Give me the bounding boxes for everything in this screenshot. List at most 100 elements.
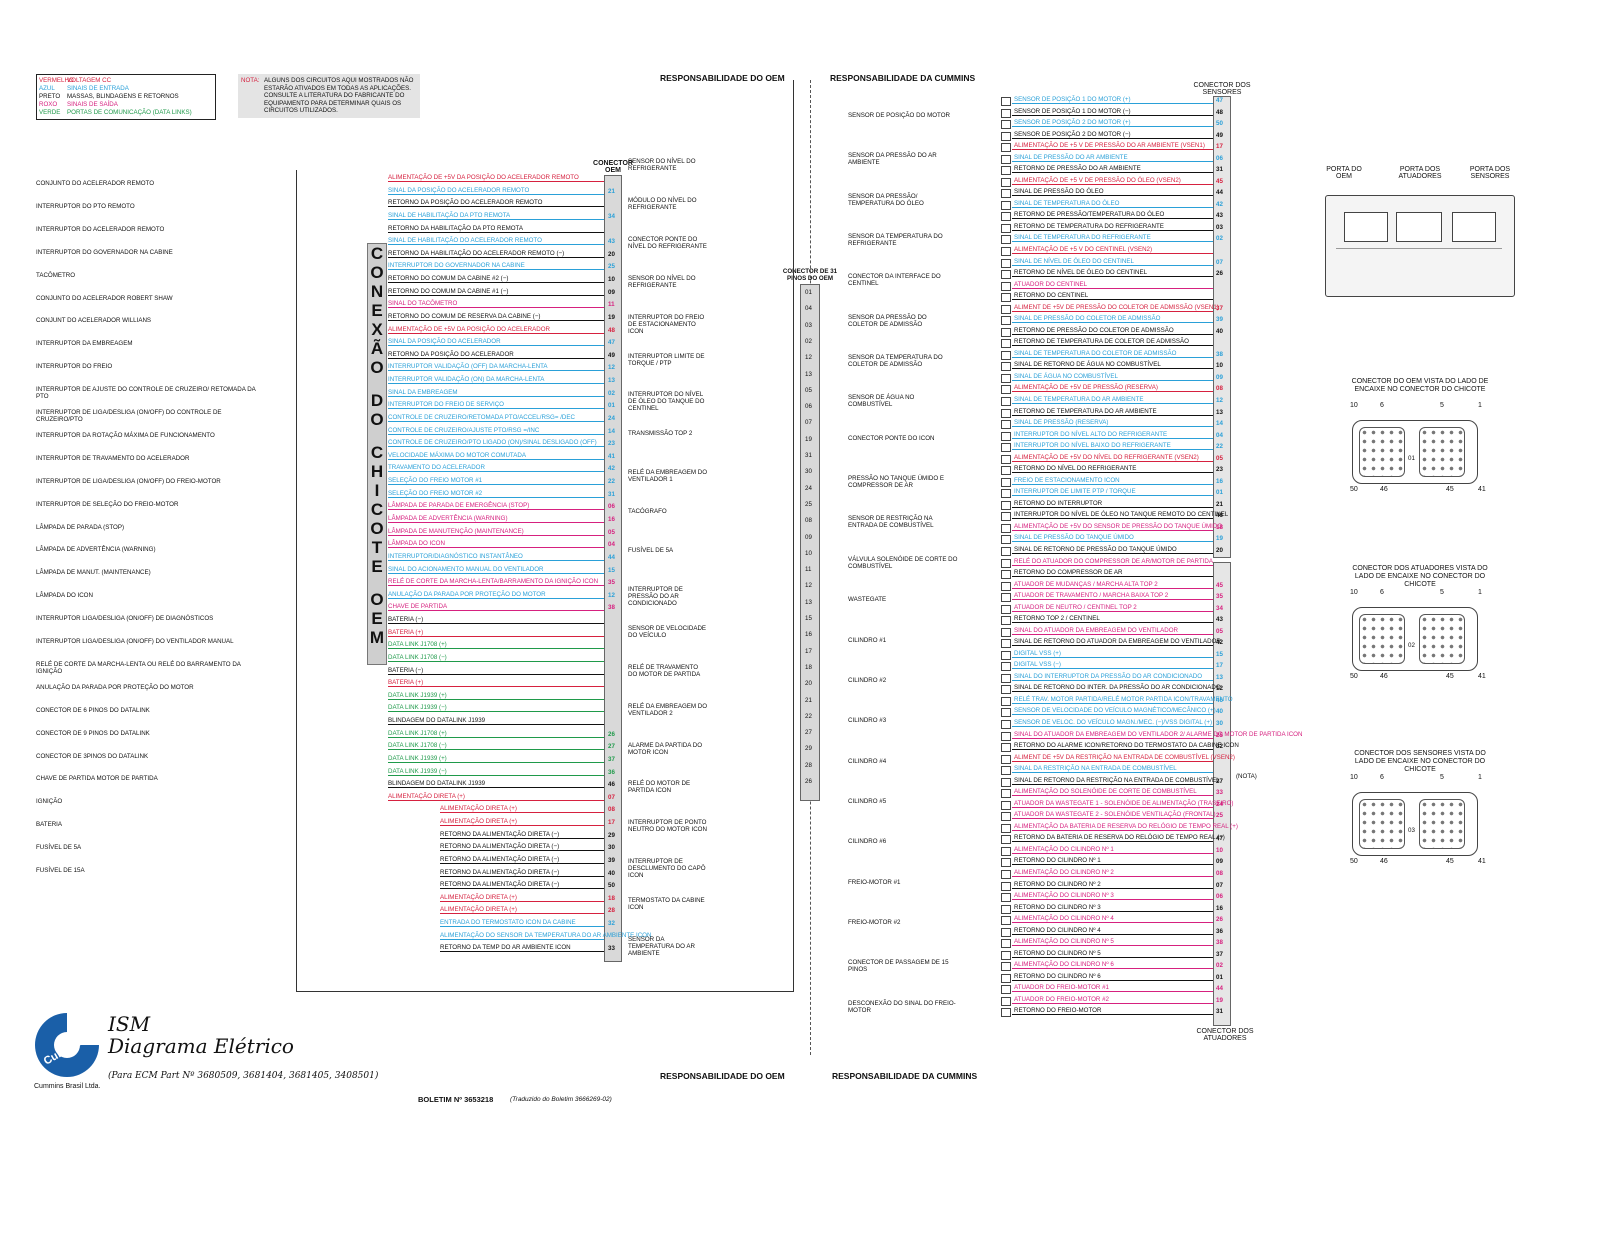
oem-component-label: INTERRUPTOR DE TRAVAMENTO DO ACELERADOR [36,454,190,462]
pin-label: 6 [1380,402,1384,409]
pin-box [1001,812,1011,822]
wire-label: SINAL DA POSIÇÃO DO ACELERADOR REMOTO [388,186,530,194]
wire-line [1012,922,1213,924]
pin-box [1001,316,1011,326]
pin-box [1001,362,1011,372]
wire-label: RETORNO DO ALARME ICON/RETORNO DO TERMOS… [1014,742,1239,750]
note-label: NOTA: [241,77,260,84]
middle-component-label: RELÉ DO MOTOR DE PARTIDA ICON [628,780,691,795]
wire-label: ALIMENTAÇÃO DO CILINDRO Nº 2 [1014,869,1114,876]
wire-line [1012,391,1213,393]
pin-box [1001,546,1011,556]
pin31-number: 24 [805,484,812,492]
header-oem-top: RESPONSABILIDADE DO OEM [660,73,785,83]
pin-number: 06 [1216,154,1223,162]
wire-line [1012,252,1213,254]
wire-line [1012,114,1213,116]
wire-label: INTERRUPTOR DO GOVERNADOR NA CABINE [388,262,525,270]
wire-label: SINAL DE RETORNO DO ATUADOR DA EMBREAGEM… [1014,638,1221,646]
company-name: Cummins Brasil Ltda. [34,1083,101,1090]
pin-number: 16 [1216,477,1223,485]
pin-box [1001,708,1011,718]
wire-label: INTERRUPTOR DO NÍVEL ALTO DO REFRIGERANT… [1014,430,1168,438]
wire-label: SINAL DE NÍVEL DE ÓLEO DO CENTINEL [1014,257,1134,265]
pin-box [1001,408,1011,418]
pin-box [1001,973,1011,983]
wire-line [388,774,604,776]
wire-line [440,938,604,940]
cummins-component-label: SENSOR DE RESTRIÇÃO NA ENTRADA DE COMBUS… [848,515,934,530]
oem-component-label: RELÉ DE CORTE DA MARCHA-LENTA OU RELÉ DO… [36,660,241,675]
pin-box [1001,523,1011,533]
pin31-number: 30 [805,468,812,476]
cummins-component-label: CILINDRO #2 [848,676,887,684]
port-sensors-label: PORTA DOS SENSORES [1469,166,1511,180]
pin31-number: 01 [805,289,812,296]
harness-letter [368,377,386,391]
wire-line [388,572,604,574]
frame-right-line [793,80,794,992]
pin-box [1001,881,1011,891]
pin-grid [1419,614,1465,664]
wire-label: RETORNO DA POSIÇÃO DO ACELERADOR REMOTO [388,199,543,207]
wire-line [1012,160,1213,162]
pin-label: 50 [1350,673,1358,680]
oem-component-label: LÂMPADA DE PARADA (STOP) [36,523,125,531]
wire-line [1012,1002,1213,1004]
pin-box [1001,777,1011,787]
wire-line [388,332,604,334]
wire-line [388,673,604,675]
port-sensors-slot [1452,212,1496,242]
connector-code: 02 [1408,642,1415,649]
cummins-component-label: SENSOR DA TEMPERATURA DO COLETOR DE ADMI… [848,354,943,369]
pin-number: 15 [1216,650,1223,658]
middle-component-label: TRANSMISSÃO TOP 2 [628,430,693,438]
pin31-number: 22 [805,712,812,720]
wire-line [1012,945,1213,947]
pin-number: 43 [1216,212,1223,220]
pin-number: 21 [608,187,615,195]
wire-label: SENSOR DE POSIÇÃO 2 DO MOTOR (−) [1014,130,1131,138]
wire-label: BATERIA (−) [388,666,424,674]
wire-line [1012,183,1213,185]
wire-label: LÂMPADA DE ADVERTÊNCIA (WARNING) [388,514,508,522]
pin-number: 22 [608,478,615,486]
connector-code: 03 [1408,827,1415,834]
pin-number: 25 [1216,731,1223,739]
legend-key: ROXO [39,101,58,108]
pin-box [1001,950,1011,960]
pin-number: 42 [1216,639,1223,647]
wire-line [440,900,604,902]
wire-line [440,825,604,827]
wire-line [1012,241,1213,243]
pin-box [1001,189,1011,199]
oem-component-label: CONJUNT DO ACELERADOR WILLIANS [36,317,152,325]
harness-letter: O [370,263,384,282]
pin-grid [1359,799,1405,849]
harness-letter: E [371,609,383,628]
pin-number: 31 [1216,166,1223,174]
oem-component-label: LÂMPADA DE ADVERTÊNCIA (WARNING) [36,546,156,554]
pin-number: 09 [1216,858,1223,866]
wire-label: SELEÇÃO DO FREIO MOTOR #1 [388,477,483,485]
pin31-number: 03 [805,321,812,329]
pin-number: 12 [608,364,615,372]
oem-component-label: INTERRUPTOR DA EMBREAGEM [36,340,133,348]
wire-label: DATA LINK J1939 (+) [388,754,447,762]
harness-letter [368,576,386,590]
oem-component-label: INTERRUPTOR DE LIGA/DESLIGA (ON/OFF) DO … [36,409,222,424]
pin-number: 27 [1216,777,1223,785]
pin-number: 44 [1216,189,1223,197]
wire-line [388,521,604,523]
wire-line [1012,529,1213,531]
oem-component-label: INTERRUPTOR DO GOVERNADOR NA CABINE [36,248,173,256]
pin-box [1001,731,1011,741]
pin-box [1001,466,1011,476]
pin-number: 46 [1216,512,1223,520]
wire-line [388,269,604,271]
oem-component-label: FUSÍVEL DE 5A [36,844,82,852]
wire-line [1012,968,1213,970]
wire-line [1012,195,1213,197]
middle-component-label: ALARME DA PARTIDA DO MOTOR ICON [628,741,703,756]
pin31-number: 06 [805,403,812,411]
